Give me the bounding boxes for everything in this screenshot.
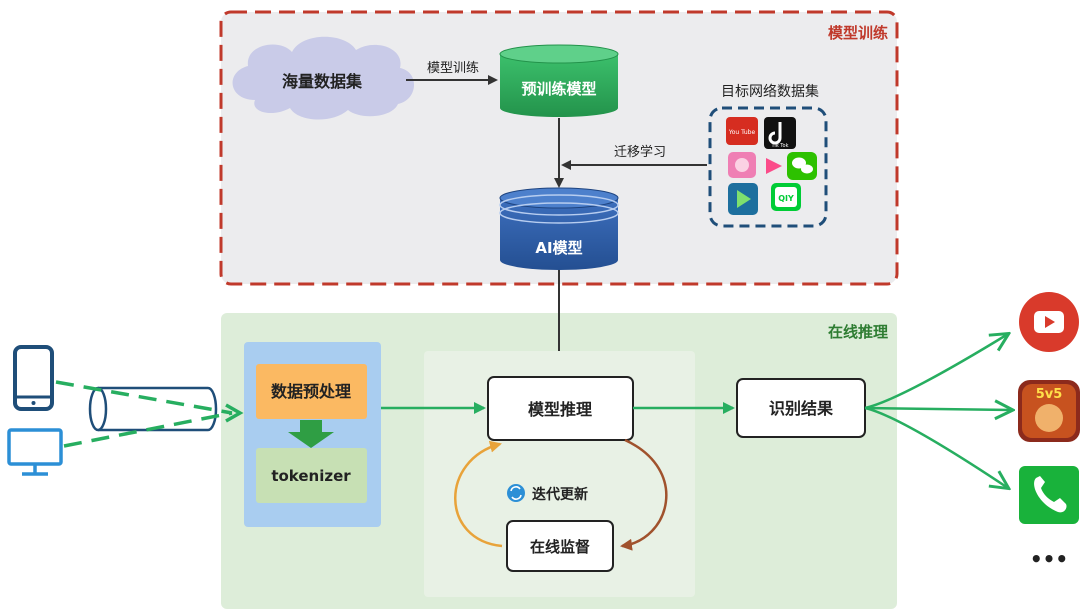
preprocess-down-arrow — [288, 420, 334, 448]
edge-model-training-label: 模型训练 — [427, 61, 479, 76]
ai-model-label: AI模型 — [535, 239, 582, 257]
monitor-device-icon — [7, 428, 63, 476]
edge-transfer-learning-label: 迁移学习 — [614, 144, 666, 160]
iqiyi-app-icon: QIY — [771, 183, 801, 211]
target-dataset-label: 目标网络数据集 — [721, 83, 819, 100]
ai-model-cylinder: AI模型 — [499, 187, 619, 270]
wechat-app-icon — [787, 152, 817, 180]
iterate-label: 迭代更新 — [532, 486, 588, 503]
game-output-icon: 5v5 — [1018, 380, 1080, 442]
model-inference-label: 模型推理 — [528, 400, 592, 419]
svg-text:5v5: 5v5 — [1036, 387, 1063, 402]
pretrained-model-cylinder: 预训练模型 — [499, 44, 619, 117]
pink-app-icon — [728, 152, 756, 178]
fan-arrow-phone — [864, 406, 1008, 488]
result-label: 识别结果 — [769, 399, 833, 418]
tokenizer-box — [256, 448, 367, 503]
svg-text:Tik Tok: Tik Tok — [771, 143, 789, 149]
phone-output-icon — [1019, 466, 1079, 524]
big-data-cloud: 海量数据集 — [232, 36, 415, 120]
youtube-output-icon — [1019, 292, 1079, 352]
preprocess-box — [256, 364, 367, 419]
video-app-icon — [728, 183, 758, 215]
data-tube — [88, 386, 218, 432]
tokenizer-label: tokenizer — [271, 467, 351, 485]
fan-arrow-game — [864, 408, 1012, 410]
loop-orange-arrow — [454, 440, 503, 548]
big-data-label: 海量数据集 — [282, 72, 363, 91]
iterate-icon — [507, 484, 525, 502]
more-apps-ellipsis: ••• — [1030, 547, 1068, 571]
pretrained-model-label: 预训练模型 — [521, 80, 596, 98]
bilibili-app-icon — [766, 158, 782, 174]
flow-into-preprocess-arrow — [225, 403, 244, 423]
svg-text:QIY: QIY — [778, 194, 794, 203]
online-supervise-label: 在线监督 — [530, 538, 590, 556]
svg-text:You Tube: You Tube — [728, 129, 756, 136]
preprocess-label: 数据预处理 — [271, 382, 351, 401]
loop-brown-arrow — [620, 438, 668, 551]
youtube-app-icon: You Tube — [726, 117, 758, 145]
inference-title: 在线推理 — [828, 323, 888, 341]
fan-arrow-youtube — [864, 334, 1008, 410]
flow-monitor-dashed — [63, 411, 233, 448]
flow-phone-dashed — [55, 380, 233, 415]
online-supervise-box — [506, 520, 614, 572]
tiktok-app-icon: Tik Tok — [764, 117, 796, 149]
training-title: 模型训练 — [828, 24, 888, 42]
phone-device-icon — [13, 345, 54, 411]
